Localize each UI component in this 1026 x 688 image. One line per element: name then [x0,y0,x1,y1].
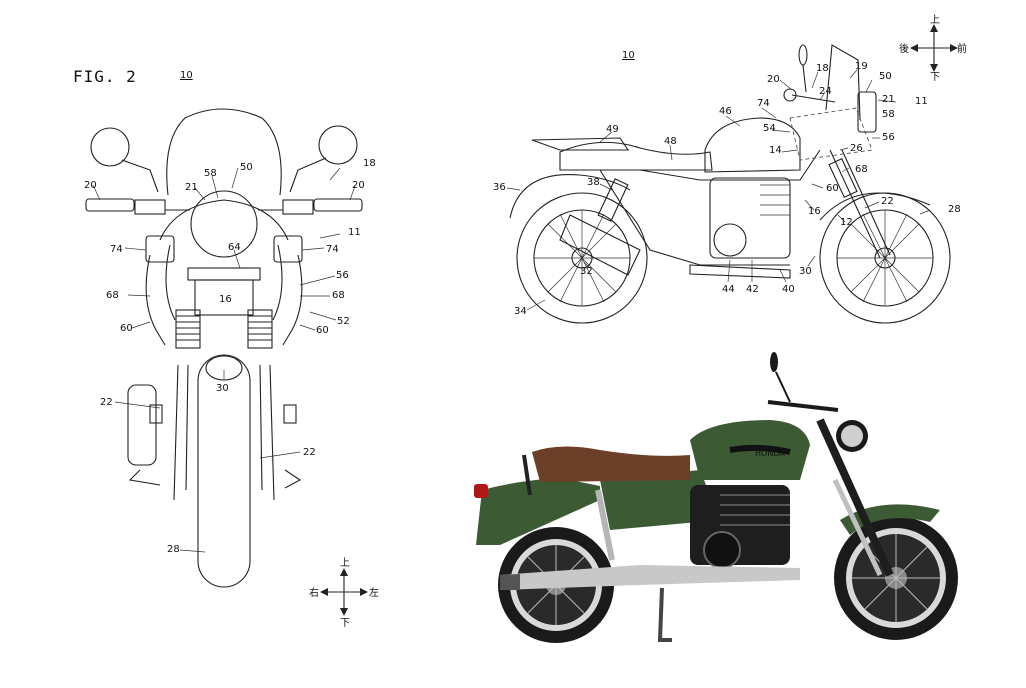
svg-text:49: 49 [606,124,619,135]
svg-text:21: 21 [882,94,895,105]
svg-text:14: 14 [769,145,782,156]
svg-text:右: 右 [309,586,319,599]
svg-text:52: 52 [337,316,350,327]
svg-text:24: 24 [819,86,832,97]
svg-text:上: 上 [340,557,350,569]
svg-text:22: 22 [303,447,316,458]
svg-text:74: 74 [110,244,123,255]
svg-text:左: 左 [369,586,379,599]
svg-text:上: 上 [930,14,940,26]
svg-text:68: 68 [332,290,345,301]
svg-text:18: 18 [363,158,376,169]
front-direction-compass: 上 下 右 左 [309,557,379,629]
svg-text:60: 60 [120,323,133,334]
svg-text:18: 18 [816,63,829,74]
front-ref-number: 10 [180,70,193,81]
svg-text:60: 60 [826,183,839,194]
svg-text:74: 74 [326,244,339,255]
svg-text:74: 74 [757,98,770,109]
svg-text:前: 前 [957,42,967,55]
svg-text:30: 30 [216,383,229,394]
svg-text:68: 68 [106,290,119,301]
svg-text:11: 11 [348,227,361,238]
svg-text:42: 42 [746,284,759,295]
svg-text:後: 後 [899,42,909,55]
svg-text:58: 58 [204,168,217,179]
svg-text:60: 60 [316,325,329,336]
svg-text:50: 50 [240,162,253,173]
svg-text:36: 36 [493,182,506,193]
svg-text:16: 16 [219,294,232,305]
svg-text:11: 11 [915,96,928,107]
svg-text:38: 38 [587,177,600,188]
tank-brand-text: HONDA [755,449,785,458]
svg-text:20: 20 [352,180,365,191]
svg-text:64: 64 [228,242,241,253]
svg-text:32: 32 [580,266,593,277]
svg-text:56: 56 [336,270,349,281]
svg-text:下: 下 [930,72,940,83]
motorcycle-photo: HONDA [474,352,958,643]
svg-text:16: 16 [808,206,821,217]
svg-text:58: 58 [882,109,895,120]
svg-text:34: 34 [514,306,527,317]
svg-text:22: 22 [881,196,894,207]
svg-text:20: 20 [84,180,97,191]
svg-text:48: 48 [664,136,677,147]
svg-text:26: 26 [850,143,863,154]
svg-text:下: 下 [340,618,350,629]
svg-text:20: 20 [767,74,780,85]
svg-text:22: 22 [100,397,113,408]
svg-text:50: 50 [879,71,892,82]
svg-text:46: 46 [719,106,732,117]
front-view-drawing: FIG. 2 10 [73,67,379,629]
svg-text:12: 12 [840,217,853,228]
figure-title: FIG. 2 [73,67,137,86]
svg-text:30: 30 [799,266,812,277]
svg-text:68: 68 [855,164,868,175]
side-ref-number: 10 [622,50,635,61]
svg-text:44: 44 [722,284,735,295]
svg-text:56: 56 [882,132,895,143]
svg-text:28: 28 [167,544,180,555]
svg-text:21: 21 [185,182,198,193]
svg-text:19: 19 [855,61,868,72]
svg-text:28: 28 [948,204,961,215]
svg-text:40: 40 [782,284,795,295]
side-view-drawing: 10 [493,14,967,324]
svg-text:54: 54 [763,123,776,134]
side-direction-compass: 上 下 後 前 [899,14,967,83]
